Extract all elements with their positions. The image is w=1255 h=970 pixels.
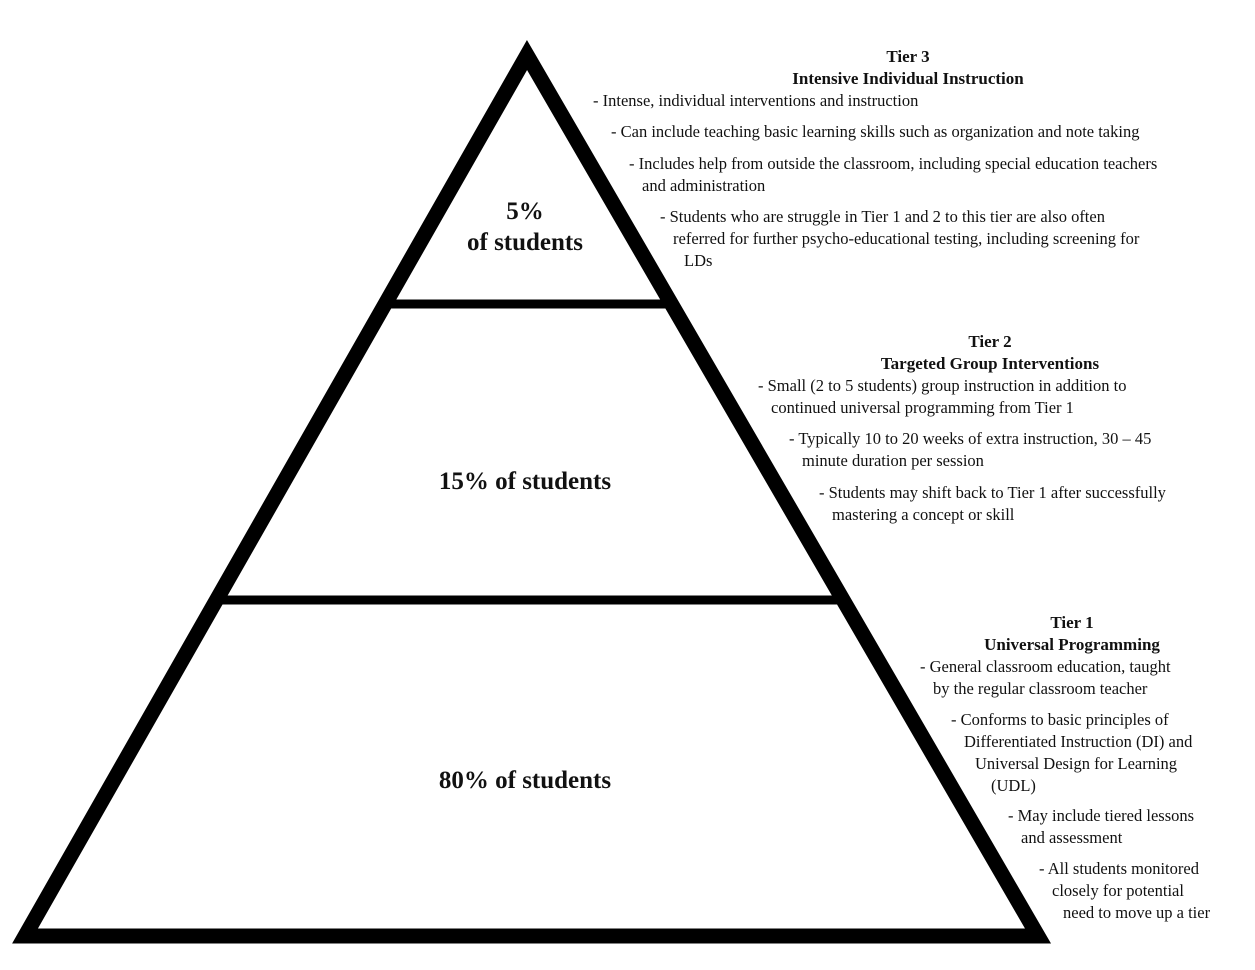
bullet-line: - Intense, individual interventions and … xyxy=(593,91,919,110)
bullet-line: closely for potential xyxy=(1052,881,1184,900)
tier3-bullet: - Intense, individual interventions and … xyxy=(593,90,918,112)
bullet-line: - Can include teaching basic learning sk… xyxy=(611,122,1140,141)
tier2-heading: Tier 2 Targeted Group Interventions xyxy=(790,331,1190,375)
tier3-bullet: - Students who are struggle in Tier 1 an… xyxy=(660,206,1139,272)
pyramid-outline xyxy=(12,39,1052,944)
tier2-bullet: - Students may shift back to Tier 1 afte… xyxy=(819,482,1166,526)
tier3-title: Intensive Individual Instruction xyxy=(792,69,1024,88)
bullet-line: - Students may shift back to Tier 1 afte… xyxy=(819,483,1166,502)
tier3-bullet: - Can include teaching basic learning sk… xyxy=(611,121,1139,143)
bullet-line: - General classroom education, taught xyxy=(920,657,1171,676)
bullet-line: - Typically 10 to 20 weeks of extra inst… xyxy=(789,429,1152,448)
bullet-line: mastering a concept or skill xyxy=(832,505,1015,524)
bullet-line: Differentiated Instruction (DI) and xyxy=(964,732,1193,751)
tier2-title: Targeted Group Interventions xyxy=(880,354,1100,373)
tier2-label: Tier 2 xyxy=(968,332,1012,351)
bullet-line: by the regular classroom teacher xyxy=(933,679,1148,698)
tier3-label: Tier 3 xyxy=(886,47,930,66)
tier3-heading: Tier 3 Intensive Individual Instruction xyxy=(708,46,1108,90)
tier1-bullet: - General classroom education, taught by… xyxy=(920,656,1171,700)
bullet-line: need to move up a tier xyxy=(1063,903,1211,922)
tier3-percent-suffix: of students xyxy=(467,229,583,256)
bullet-line: - Students who are struggle in Tier 1 an… xyxy=(660,207,1105,226)
tier1-heading: Tier 1 Universal Programming xyxy=(922,612,1222,656)
bullet-line: continued universal programming from Tie… xyxy=(771,398,1074,417)
bullet-line: - May include tiered lessons xyxy=(1008,806,1195,825)
bullet-line: referred for further psycho-educational … xyxy=(673,229,1140,248)
tier3-bullet: - Includes help from outside the classro… xyxy=(629,153,1157,197)
bullet-line: minute duration per session xyxy=(802,451,984,470)
bullet-line: and administration xyxy=(642,176,766,195)
tier1-bullet: - May include tiered lessons and assessm… xyxy=(1008,805,1194,849)
tier2-bullet: - Typically 10 to 20 weeks of extra inst… xyxy=(789,428,1151,472)
tier1-bullet: - Conforms to basic principles of Differ… xyxy=(951,709,1192,797)
tier1-title: Universal Programming xyxy=(984,635,1160,654)
tier1-percent-label: 80% of students xyxy=(438,767,612,794)
bullet-line: and assessment xyxy=(1021,828,1123,847)
bullet-line: - Small (2 to 5 students) group instruct… xyxy=(758,376,1127,395)
bullet-line: - All students monitored xyxy=(1039,859,1199,878)
bullet-line: LDs xyxy=(684,251,713,270)
tier1-label: Tier 1 xyxy=(1050,613,1094,632)
bullet-line: - Conforms to basic principles of xyxy=(951,710,1169,729)
bullet-line: - Includes help from outside the classro… xyxy=(629,154,1158,173)
tier3-percent-value: 5% xyxy=(506,198,544,225)
bullet-line: Universal Design for Learning xyxy=(975,754,1178,773)
tier3-percent-label: 5% of students xyxy=(425,196,625,258)
tier1-bullet: - All students monitored closely for pot… xyxy=(1039,858,1210,924)
tier2-percent-label: 15% of students xyxy=(438,468,612,495)
tier2-bullet: - Small (2 to 5 students) group instruct… xyxy=(758,375,1126,419)
bullet-line: (UDL) xyxy=(991,776,1036,795)
